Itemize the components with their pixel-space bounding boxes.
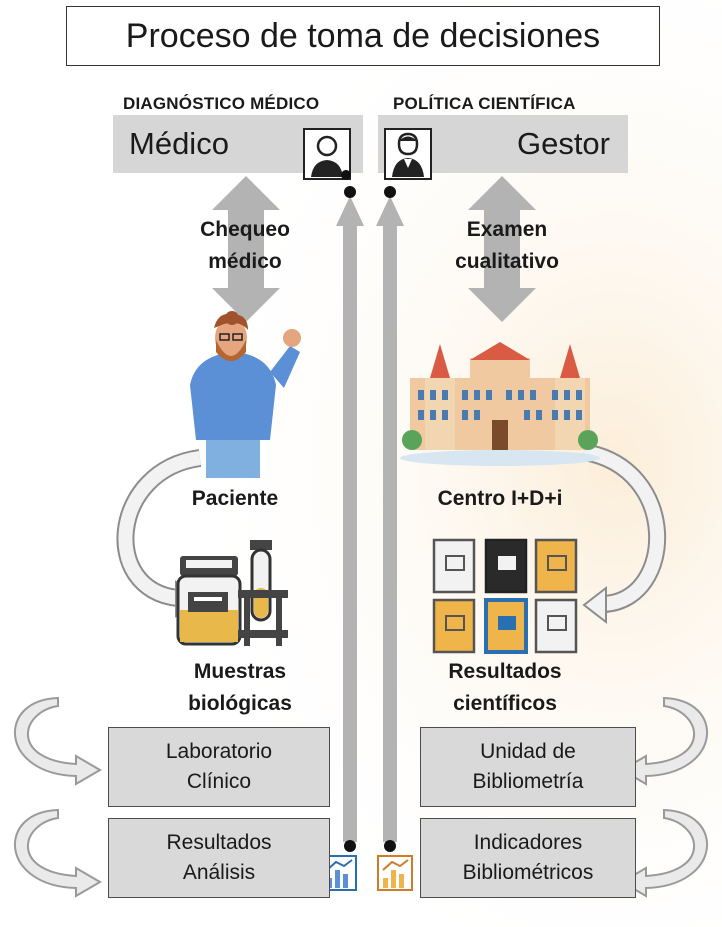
biological-samples-illustration — [176, 540, 288, 646]
process-label-left-line1: Chequeo — [200, 218, 290, 241]
box-unidad-bibliometria: Unidad de Bibliometría — [420, 727, 636, 807]
box-laboratorio-clinico: Laboratorio Clínico — [108, 727, 330, 807]
samples-label-left-line1: Muestras — [193, 660, 287, 683]
samples-label-right-line2: científicos — [453, 691, 557, 715]
double-arrow-right — [468, 176, 536, 322]
process-label-left-line2: médico — [208, 249, 282, 273]
loop-arrow-left-1 — [13, 696, 102, 786]
upward-flow-arrow-right — [376, 196, 404, 842]
process-label-right: Examen cualitativo — [432, 214, 582, 277]
research-center-illustration — [400, 342, 600, 466]
box-laboratorio-line2: Clínico — [186, 770, 252, 793]
subject-label-right: Centro I+D+i — [437, 487, 563, 510]
box-indicadores-line2: Bibliométricos — [462, 861, 594, 884]
role-label-manager: Gestor — [516, 126, 610, 161]
process-label-right-line1: Examen — [466, 218, 548, 241]
subject-label-left: Paciente — [191, 487, 279, 510]
box-laboratorio-line1: Laboratorio — [165, 739, 273, 763]
patient-illustration — [190, 311, 301, 478]
connector-dot — [384, 840, 396, 852]
box-resultados-line2: Análisis — [182, 861, 256, 884]
box-unidad-line2: Bibliometría — [472, 770, 584, 793]
upward-flow-arrow-left — [336, 196, 364, 842]
box-resultados-line1: Resultados — [166, 830, 272, 854]
samples-label-left-line2: biológicas — [188, 691, 292, 715]
double-arrow-left — [212, 176, 280, 322]
samples-label-right-line1: Resultados — [448, 660, 562, 683]
box-indicadores-bibliometricos: Indicadores Bibliométricos — [420, 818, 636, 898]
box-resultados-analisis: Resultados Análisis — [108, 818, 330, 898]
samples-label-left: Muestras biológicas — [155, 656, 325, 719]
loop-arrow-left-2 — [13, 808, 102, 898]
process-label-right-line2: cualitativo — [455, 249, 559, 273]
curved-arrow-right — [582, 443, 666, 625]
loop-arrow-right-2 — [620, 808, 709, 898]
section-header-right: POLÍTICA CIENTÍFICA — [393, 94, 576, 113]
role-label-doctor: Médico — [129, 126, 229, 161]
samples-label-right: Resultados científicos — [420, 656, 590, 719]
loop-arrow-right-1 — [620, 696, 709, 786]
page-title: Proceso de toma de decisiones — [66, 6, 660, 66]
chart-icon-orange — [377, 855, 413, 891]
scientific-results-illustration — [432, 538, 578, 654]
connector-dot — [344, 186, 356, 198]
section-header-left: DIAGNÓSTICO MÉDICO — [123, 94, 320, 113]
box-unidad-line1: Unidad de — [480, 739, 576, 763]
connector-dot — [344, 840, 356, 852]
process-label-left: Chequeo médico — [170, 214, 320, 277]
doctor-icon — [303, 128, 351, 180]
box-indicadores-line1: Indicadores — [473, 830, 583, 854]
manager-icon — [384, 128, 432, 180]
connector-dot — [384, 186, 396, 198]
